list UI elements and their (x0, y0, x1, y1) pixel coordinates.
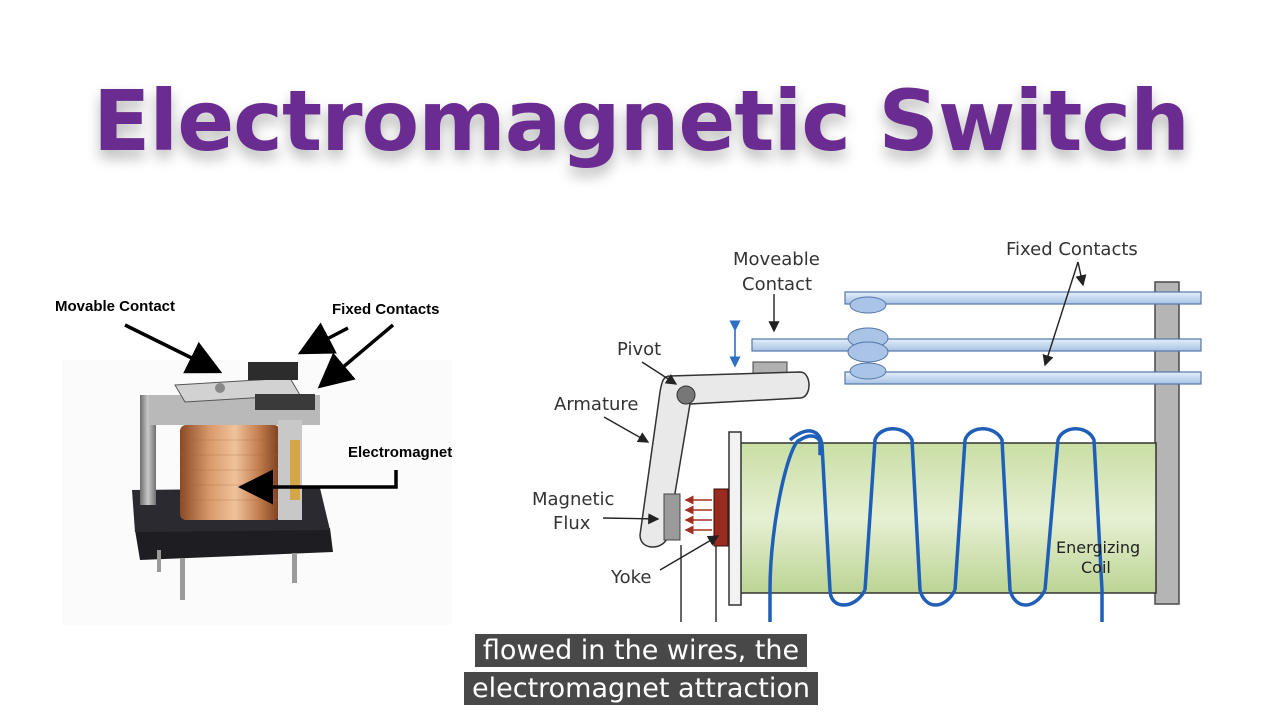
schematic-arrows (602, 261, 1087, 571)
relay-schematic (639, 281, 1202, 622)
movable-contact-bar (751, 338, 1202, 352)
caption-line-1: flowed in the wires, the (0, 632, 1282, 670)
label-coil-line2: Coil (1081, 558, 1111, 577)
copper-coil (180, 425, 280, 520)
label-coil-line1: Energizing (1056, 538, 1140, 557)
coil-windings (768, 427, 1104, 622)
label-yoke: Yoke (610, 567, 651, 588)
label-movable-contact: Movable Contact (55, 298, 175, 315)
label-fixed-contacts-diagram: Fixed Contacts (1006, 239, 1138, 260)
fixed-contact-bottom (844, 371, 1202, 385)
page-title: Electromagnetic Switch (93, 72, 1190, 170)
armature (639, 371, 810, 548)
photo-arrows (124, 322, 398, 505)
label-moveable-line1: Moveable (733, 249, 820, 270)
label-electromagnet: Electromagnet (348, 444, 452, 461)
caption-line-2: electromagnet attraction (0, 670, 1282, 708)
label-magnetic-line2: Flux (553, 513, 591, 534)
relay-base (135, 528, 333, 560)
yoke (713, 488, 729, 547)
energizing-coil (739, 442, 1157, 594)
magnetic-flux-arrows (684, 495, 712, 535)
label-moveable-line2: Contact (742, 274, 812, 295)
caption-text-1: flowed in the wires, the (474, 634, 808, 667)
label-armature: Armature (554, 394, 639, 415)
pivot-point (676, 385, 696, 405)
label-magnetic-line1: Magnetic (532, 489, 614, 510)
label-fixed-contacts-photo: Fixed Contacts (332, 301, 440, 318)
fixed-contact-top (844, 291, 1202, 305)
relay-photo (62, 360, 452, 625)
label-pivot: Pivot (617, 339, 661, 360)
caption-text-2: electromagnet attraction (464, 672, 818, 705)
support-post (1154, 281, 1180, 605)
